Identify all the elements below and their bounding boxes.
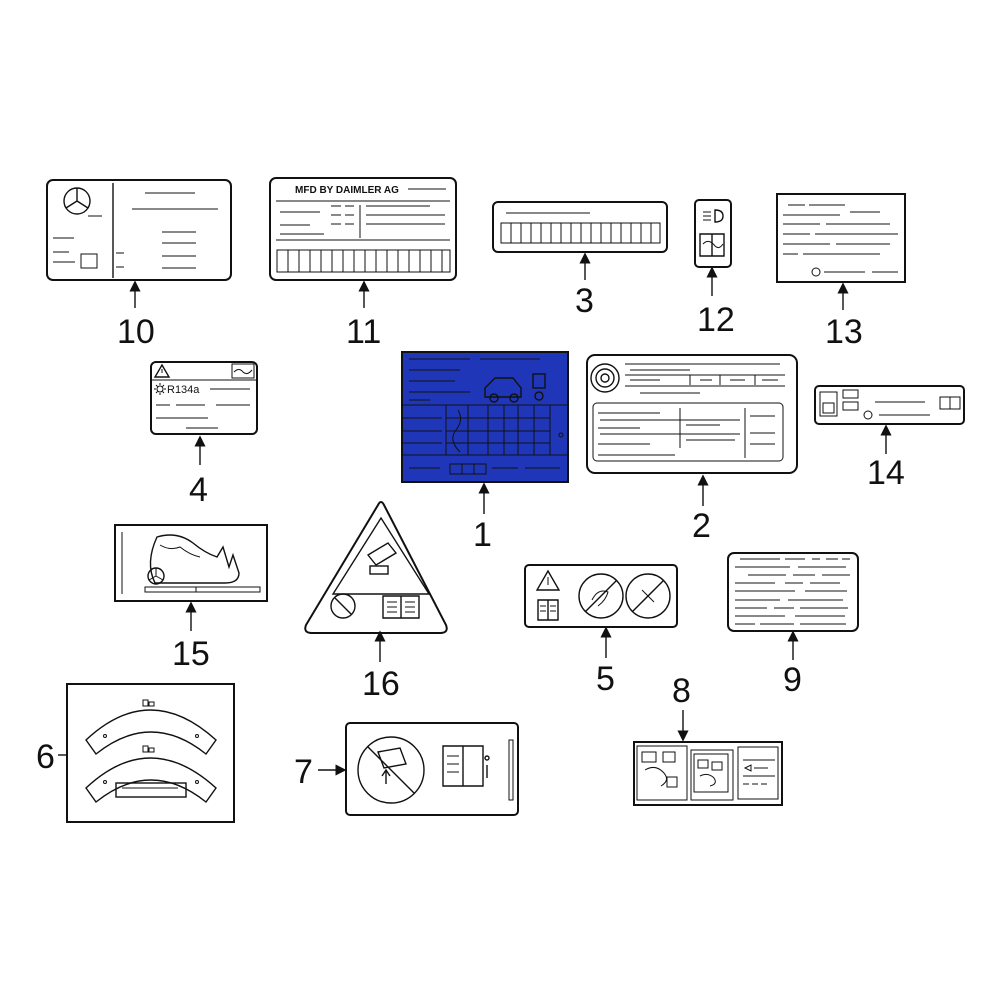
label-2[interactable] [586, 354, 798, 474]
callout-13: 13 [825, 313, 863, 351]
callout-7: 7 [294, 753, 313, 791]
callout-12: 12 [697, 301, 735, 339]
vehicle-icon [484, 373, 546, 403]
callout-14: 14 [867, 454, 905, 492]
label-9[interactable] [727, 552, 859, 632]
refrigerant-text: R134a [167, 384, 200, 396]
callout-11: 11 [346, 313, 381, 351]
label-5[interactable] [524, 564, 678, 628]
callout-1: 1 [473, 516, 492, 554]
manual-book-icon [382, 595, 420, 619]
label-4[interactable]: R134a [150, 361, 258, 435]
label-16[interactable] [304, 501, 448, 634]
manual-book-icon [231, 363, 255, 379]
label-14[interactable] [814, 385, 965, 425]
mercedes-star-icon [147, 567, 165, 585]
battery-icon [366, 542, 398, 575]
label-12[interactable] [694, 199, 732, 268]
no-symbol-icon [578, 573, 624, 619]
no-symbol-icon [357, 736, 425, 804]
callout-9: 9 [783, 661, 802, 699]
no-symbol-icon [330, 593, 356, 619]
warning-triangle-icon [153, 363, 171, 378]
callout-8: 8 [672, 672, 691, 710]
sun-icon [154, 383, 166, 395]
headlight-icon [703, 209, 724, 223]
mfd-text: MFD BY DAIMLER AG [295, 185, 399, 196]
label-11[interactable]: MFD BY DAIMLER AG [269, 177, 457, 281]
wheel-icon [590, 363, 620, 393]
manual-book-icon [939, 396, 961, 410]
label-3[interactable] [492, 201, 668, 253]
callout-16: 16 [362, 665, 400, 703]
callout-10: 10 [117, 313, 155, 351]
callout-15: 15 [172, 635, 210, 673]
info-icon [484, 755, 490, 778]
callout-3: 3 [575, 282, 594, 320]
label-8[interactable] [633, 741, 783, 806]
label-1-highlighted[interactable] [401, 351, 569, 483]
label-6[interactable] [66, 683, 235, 823]
mercedes-star-icon [63, 187, 91, 215]
manual-book-icon [699, 233, 725, 257]
label-10[interactable] [46, 179, 232, 281]
callout-4: 4 [189, 471, 208, 509]
no-symbol-icon [625, 573, 671, 619]
manual-book-icon [537, 599, 559, 621]
label-15[interactable] [114, 524, 268, 602]
callout-2: 2 [692, 507, 711, 545]
label-7[interactable] [345, 722, 519, 816]
battery-icon [377, 747, 407, 784]
label-13[interactable] [776, 193, 906, 283]
callout-6: 6 [36, 738, 55, 776]
manual-book-icon [442, 745, 484, 787]
warning-triangle-icon [535, 569, 561, 591]
callout-5: 5 [596, 660, 615, 698]
